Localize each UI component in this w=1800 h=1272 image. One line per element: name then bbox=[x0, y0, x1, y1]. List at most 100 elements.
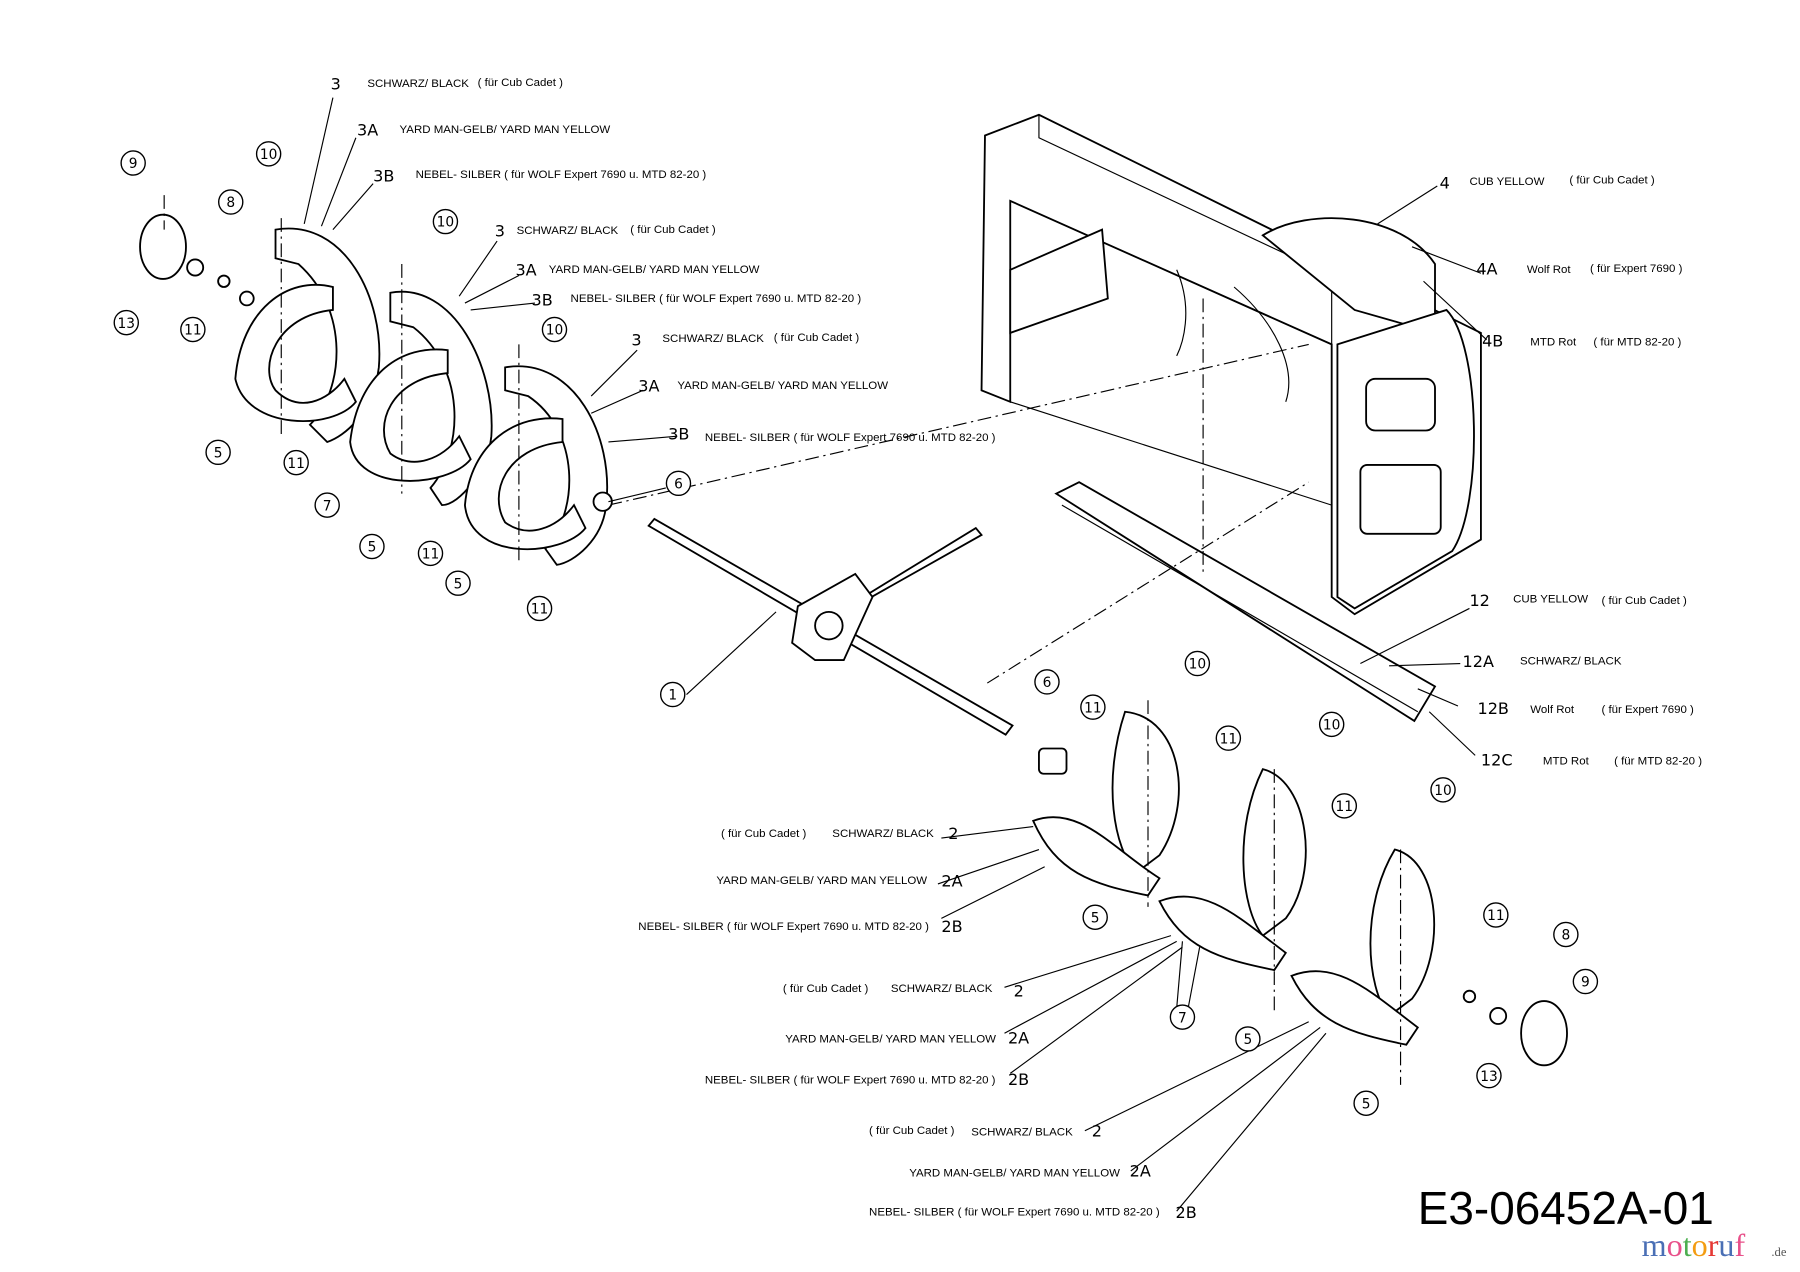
label-num: 12A bbox=[1463, 652, 1494, 671]
callout-10: 10 bbox=[255, 141, 282, 167]
label-num: 2A bbox=[1008, 1029, 1029, 1048]
label-text: SCHWARZ/ BLACK bbox=[367, 78, 469, 90]
label-num: 2A bbox=[1130, 1162, 1151, 1181]
label-note: ( für Cub Cadet ) bbox=[478, 77, 564, 89]
label-num: 3B bbox=[532, 290, 553, 309]
callout-number: 10 bbox=[437, 215, 455, 231]
label-note: ( für Cub Cadet ) bbox=[721, 828, 807, 840]
callout-10: 10 bbox=[1430, 777, 1456, 803]
callout-circle bbox=[255, 141, 282, 167]
callout-number: 5 bbox=[454, 576, 463, 592]
callout-11: 11 bbox=[526, 595, 553, 622]
callout-number: 11 bbox=[1084, 700, 1102, 716]
callout-circle bbox=[1215, 725, 1242, 751]
callout-circle bbox=[283, 449, 309, 476]
callout-number: 8 bbox=[1561, 928, 1570, 944]
callout-number: 7 bbox=[1178, 1010, 1187, 1026]
callout-11: 11 bbox=[1331, 793, 1358, 819]
label-text: SCHWARZ/ BLACK bbox=[891, 983, 993, 995]
label-num: 3A bbox=[638, 376, 659, 395]
label-note: ( für Cub Cadet ) bbox=[774, 332, 860, 344]
callout-10: 10 bbox=[1184, 650, 1211, 677]
label-note: ( für Cub Cadet ) bbox=[783, 983, 869, 995]
label-text: NEBEL- SILBER ( für WOLF Expert 7690 u. … bbox=[638, 921, 929, 933]
label-text: YARD MAN-GELB/ YARD MAN YELLOW bbox=[400, 124, 611, 136]
label-text: SCHWARZ/ BLACK bbox=[832, 828, 934, 840]
callout-circle bbox=[541, 316, 568, 343]
callout-9: 9 bbox=[120, 150, 146, 176]
label-note: ( für Cub Cadet ) bbox=[630, 224, 716, 236]
callout-11: 11 bbox=[1483, 902, 1509, 928]
label-text: NEBEL- SILBER ( für WOLF Expert 7690 u. … bbox=[571, 293, 862, 305]
label-text: YARD MAN-GELB/ YARD MAN YELLOW bbox=[677, 380, 888, 392]
callout-1: 1 bbox=[659, 681, 686, 708]
callout-11: 11 bbox=[1080, 694, 1106, 720]
part-labels: 3 SCHWARZ/ BLACK ( für Cub Cadet ) 3A YA… bbox=[331, 75, 1703, 1222]
callout-circle bbox=[526, 595, 553, 622]
label-text: NEBEL- SILBER ( für WOLF Expert 7690 u. … bbox=[869, 1207, 1160, 1219]
label-text: YARD MAN-GELB/ YARD MAN YELLOW bbox=[909, 1168, 1120, 1180]
label-text: MTD Rot bbox=[1543, 756, 1590, 768]
callout-circle bbox=[1331, 793, 1358, 819]
callout-circle bbox=[180, 316, 206, 343]
callout-9: 9 bbox=[1572, 968, 1599, 995]
label-text: SCHWARZ/ BLACK bbox=[971, 1126, 1073, 1138]
callout-number: 6 bbox=[674, 476, 683, 492]
label-note: ( für Expert 7690 ) bbox=[1601, 704, 1694, 716]
callout-number: 9 bbox=[129, 156, 138, 172]
label-num: 4A bbox=[1476, 259, 1497, 278]
label-text: Wolf Rot bbox=[1527, 264, 1572, 276]
callout-circle bbox=[665, 470, 692, 497]
callout-5: 5 bbox=[1353, 1090, 1379, 1116]
label-num: 12C bbox=[1481, 751, 1513, 770]
label-num: 2 bbox=[1014, 981, 1024, 1000]
callout-number: 10 bbox=[260, 147, 278, 163]
callout-number: 13 bbox=[118, 316, 136, 332]
leader-lines bbox=[303, 97, 1488, 1212]
label-text: YARD MAN-GELB/ YARD MAN YELLOW bbox=[785, 1033, 996, 1045]
callout-number: 11 bbox=[531, 602, 549, 618]
callout-13: 13 bbox=[1476, 1062, 1502, 1089]
label-num: 12 bbox=[1469, 591, 1489, 610]
left-augers bbox=[139, 195, 613, 566]
callout-8: 8 bbox=[1553, 921, 1579, 948]
callout-circle bbox=[314, 492, 340, 518]
label-num: 12B bbox=[1477, 699, 1508, 718]
callout-number: 5 bbox=[1243, 1032, 1252, 1048]
callout-10: 10 bbox=[541, 316, 568, 343]
callout-circle bbox=[1553, 921, 1579, 948]
callout-number: 5 bbox=[214, 445, 223, 461]
callout-number: 6 bbox=[1043, 675, 1052, 691]
label-text: CUB YELLOW bbox=[1469, 176, 1544, 188]
callout-6: 6 bbox=[1034, 669, 1060, 695]
label-note: ( für MTD 82-20 ) bbox=[1593, 337, 1681, 349]
label-note: ( für Expert 7690 ) bbox=[1590, 263, 1683, 275]
callout-number: 8 bbox=[226, 195, 235, 211]
watermark-brand: motoruf bbox=[1642, 1227, 1746, 1263]
label-num: 2B bbox=[941, 917, 962, 936]
label-text: SCHWARZ/ BLACK bbox=[662, 333, 764, 345]
callout-circle bbox=[1080, 694, 1106, 720]
label-num: 3B bbox=[373, 166, 394, 185]
callout-circle bbox=[120, 150, 146, 176]
callout-number: 10 bbox=[546, 323, 564, 339]
label-note: ( für Cub Cadet ) bbox=[869, 1125, 955, 1137]
callout-number: 10 bbox=[1189, 657, 1207, 673]
label-text: NEBEL- SILBER ( für WOLF Expert 7690 u. … bbox=[705, 1075, 996, 1087]
callout-circle bbox=[1318, 711, 1345, 738]
callout-circle bbox=[205, 439, 231, 466]
callout-circle bbox=[1572, 968, 1599, 995]
frame-bar bbox=[1054, 481, 1437, 723]
label-text: YARD MAN-GELB/ YARD MAN YELLOW bbox=[549, 264, 760, 276]
callout-circle bbox=[1476, 1062, 1502, 1089]
callout-8: 8 bbox=[218, 189, 244, 215]
callout-number: 11 bbox=[422, 547, 440, 563]
callout-number: 11 bbox=[287, 456, 305, 472]
label-num: 2B bbox=[1008, 1070, 1029, 1089]
callout-circle bbox=[417, 540, 444, 567]
right-augers bbox=[1031, 298, 1568, 1085]
label-num: 2 bbox=[1092, 1122, 1102, 1141]
label-text: YARD MAN-GELB/ YARD MAN YELLOW bbox=[716, 875, 927, 887]
callout-5: 5 bbox=[205, 439, 231, 466]
callout-number: 11 bbox=[184, 323, 202, 339]
